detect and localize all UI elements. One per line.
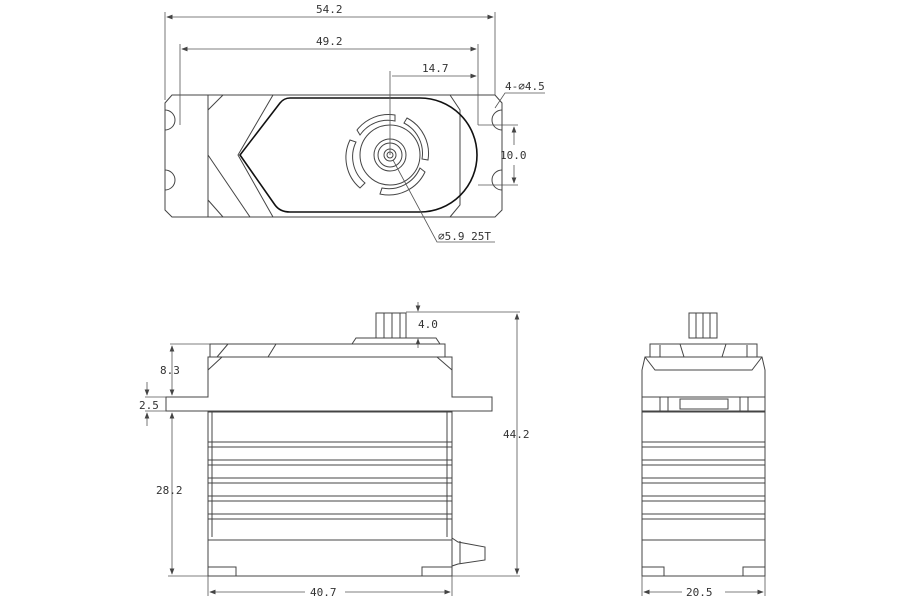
- dim-mount-holes: 4-⌀4.5: [505, 80, 545, 93]
- dim-body-length: 40.7: [310, 586, 337, 599]
- dim-flange-thickness: 2.5: [139, 399, 159, 412]
- dim-overall-height: 44.2: [503, 428, 530, 441]
- top-view: 54.2 49.2 14.7 4-⌀4.5 10.0 ⌀5.9 25T: [164, 3, 545, 243]
- dim-spline: ⌀5.9 25T: [438, 230, 491, 243]
- dim-bottom-height: 28.2: [156, 484, 183, 497]
- dim-hole-spacing-width: 49.2: [316, 35, 343, 48]
- dim-shaft-offset: 14.7: [422, 62, 449, 75]
- side-view: 20.5: [641, 312, 766, 599]
- dim-spline-height: 4.0: [418, 318, 438, 331]
- dim-top-height: 8.3: [160, 364, 180, 377]
- front-view: 8.3 2.5 28.2 4.0 44.2 40.7: [139, 302, 530, 599]
- dim-hole-spacing-height: 10.0: [500, 149, 527, 162]
- dim-body-width: 20.5: [686, 586, 713, 599]
- dim-overall-width: 54.2: [316, 3, 343, 16]
